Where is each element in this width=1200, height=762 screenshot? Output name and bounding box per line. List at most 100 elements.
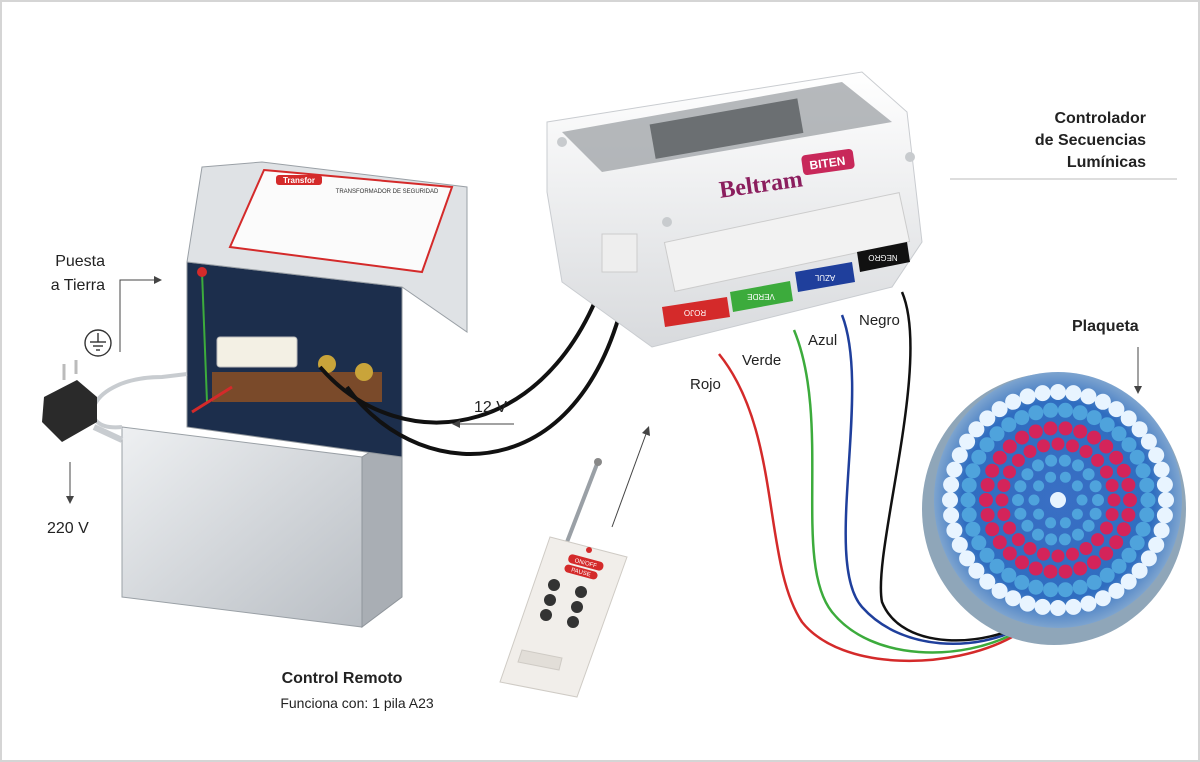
- led: [1120, 410, 1137, 427]
- led: [1043, 582, 1059, 598]
- led: [1014, 574, 1030, 590]
- led: [1021, 468, 1034, 481]
- led: [1079, 445, 1093, 458]
- remote-arrow: [611, 426, 650, 528]
- led: [1011, 533, 1025, 547]
- led: [1003, 465, 1016, 479]
- led: [1131, 421, 1148, 438]
- terminal-label-verde-text: VERDE: [747, 292, 775, 301]
- led: [1045, 471, 1057, 483]
- led: [1156, 476, 1173, 493]
- led: [1111, 426, 1127, 442]
- terminal-label-rojo-text: ROJO: [684, 308, 706, 317]
- led: [971, 449, 987, 465]
- led: [979, 493, 993, 507]
- led: [1059, 517, 1071, 529]
- led: [1080, 595, 1097, 612]
- led: [1066, 439, 1079, 453]
- led: [1129, 449, 1145, 465]
- led: [1087, 430, 1101, 445]
- remote-button: [548, 579, 560, 591]
- ground-label-line: a Tierra: [50, 277, 105, 294]
- led: [1058, 564, 1073, 579]
- terminal-label-azul: AZUL: [795, 262, 855, 292]
- led-center: [1050, 492, 1066, 508]
- led: [1045, 533, 1058, 546]
- led: [951, 536, 968, 553]
- led: [1140, 550, 1157, 567]
- led: [1116, 522, 1131, 537]
- led: [1045, 517, 1057, 529]
- remote-power-button: [568, 554, 604, 571]
- led: [1135, 463, 1151, 479]
- wire-label-rojo: Rojo: [690, 376, 721, 393]
- led: [1139, 477, 1155, 493]
- led: [985, 463, 1000, 478]
- led: [1014, 507, 1027, 520]
- led: [1153, 522, 1170, 539]
- led: [1086, 410, 1102, 426]
- led: [1094, 590, 1111, 607]
- led: [1011, 453, 1025, 467]
- led: [965, 463, 981, 479]
- controller-brand-sub: BITEN: [809, 154, 847, 173]
- led: [1058, 533, 1071, 546]
- led: [1015, 555, 1029, 570]
- remote-button: [575, 586, 587, 598]
- remote-pause-button: [564, 564, 598, 580]
- led: [989, 426, 1005, 442]
- wire-rojo: [718, 353, 1013, 663]
- led: [1057, 582, 1073, 598]
- led: [1071, 508, 1083, 520]
- terminal-label-verde: VERDE: [730, 281, 793, 312]
- led: [1099, 546, 1114, 561]
- ground-label: Puesta a Tierra: [51, 250, 105, 298]
- terminal-label-negro: NEGRO: [857, 242, 910, 272]
- controller-title-line: Lumínicas: [1066, 154, 1146, 171]
- led: [1148, 447, 1165, 464]
- led: [1089, 507, 1102, 520]
- transformer-brand: Transfor: [283, 176, 315, 185]
- led: [1058, 421, 1073, 436]
- wire-label-negro: Negro: [859, 312, 900, 329]
- led: [1014, 480, 1027, 493]
- led: [1073, 561, 1088, 576]
- led: [1139, 507, 1155, 523]
- led: [959, 550, 976, 567]
- led: [1109, 450, 1124, 465]
- voltage-out-arrow: [452, 420, 514, 428]
- led: [979, 410, 996, 427]
- remote-button: [567, 616, 579, 628]
- led: [980, 508, 995, 522]
- led: [968, 421, 985, 438]
- remote-title: Control Remoto: [281, 670, 403, 687]
- power-plug: [42, 360, 188, 443]
- led: [1037, 547, 1050, 561]
- terminal-label-negro-text: NEGRO: [868, 253, 897, 262]
- led: [943, 476, 960, 493]
- led-plaqueta: [922, 372, 1186, 645]
- led: [1058, 454, 1071, 467]
- led: [1116, 463, 1131, 478]
- led: [992, 450, 1007, 465]
- led: [1065, 598, 1082, 615]
- led: [997, 479, 1011, 492]
- led: [1001, 567, 1017, 583]
- led: [1001, 417, 1017, 433]
- led: [1028, 405, 1044, 421]
- led: [1050, 600, 1066, 616]
- led: [1050, 384, 1066, 400]
- remote-button: [544, 594, 556, 606]
- led: [1043, 402, 1059, 418]
- led: [979, 437, 995, 453]
- led: [942, 492, 958, 508]
- led: [1033, 508, 1045, 520]
- controller-title: Controlador de Secuencias Lumínicas: [1035, 108, 1146, 174]
- led: [1034, 598, 1051, 615]
- led: [1059, 471, 1071, 483]
- led: [959, 433, 976, 450]
- led: [1072, 528, 1084, 541]
- ground-arrow: [119, 276, 162, 352]
- led: [1043, 564, 1058, 579]
